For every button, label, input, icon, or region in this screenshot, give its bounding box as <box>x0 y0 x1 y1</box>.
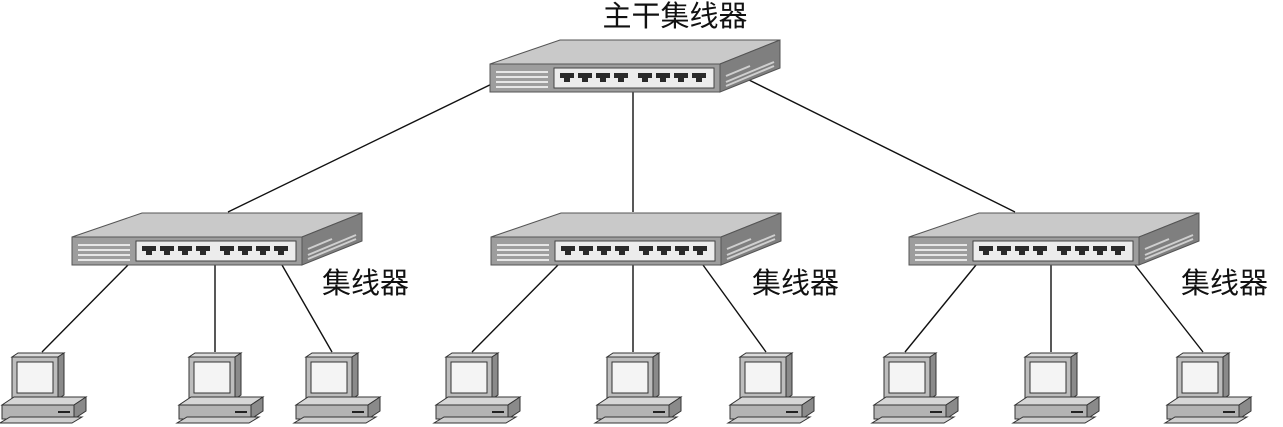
computer-4 <box>433 352 521 424</box>
hub-1: 集线器 <box>71 212 409 300</box>
computer-9 <box>1164 352 1252 424</box>
computer-5 <box>594 352 682 424</box>
hub-1-label: 集线器 <box>322 266 409 300</box>
computer-3 <box>293 352 381 424</box>
computer-8 <box>1012 352 1100 424</box>
computers <box>0 352 1252 424</box>
computer-6 <box>727 352 815 424</box>
link-hub1-pc3 <box>281 264 333 353</box>
hub-3: 集线器 <box>908 212 1268 300</box>
link-hub3-pc3 <box>1134 264 1204 353</box>
link-backbone-to-hub-3 <box>744 77 1016 213</box>
hub-2: 集线器 <box>490 212 839 300</box>
backbone-hub: 主干集线器 <box>489 0 781 93</box>
backbone-hub-label: 主干集线器 <box>602 0 747 33</box>
connection-lines <box>41 77 1204 353</box>
link-hub1-pc1 <box>41 264 129 353</box>
link-hub3-pc1 <box>904 264 977 353</box>
link-hub2-pc1 <box>471 264 559 353</box>
link-backbone-to-hub-1 <box>227 79 501 213</box>
computer-2 <box>176 352 264 424</box>
hub-3-label: 集线器 <box>1181 266 1268 300</box>
link-hub2-pc3 <box>702 264 767 353</box>
hub-2-label: 集线器 <box>752 266 839 300</box>
computer-7 <box>871 352 959 424</box>
computer-1 <box>0 352 87 424</box>
